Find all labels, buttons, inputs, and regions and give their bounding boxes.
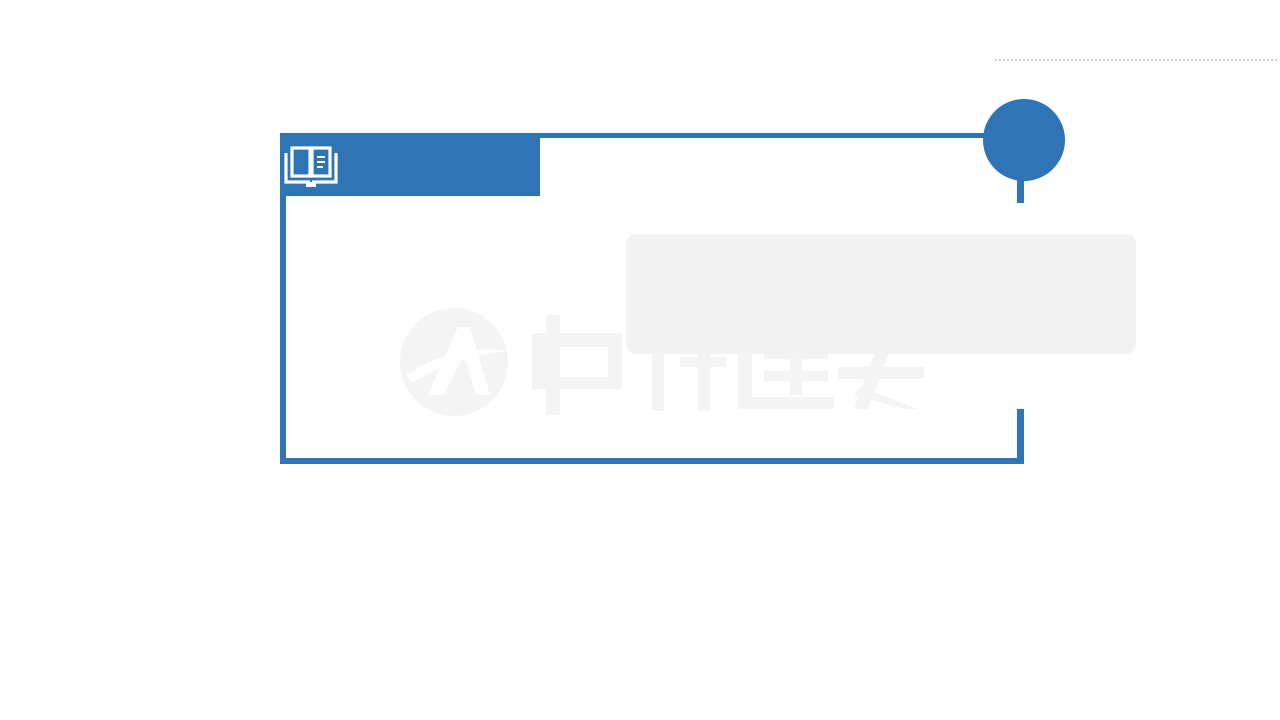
content-frame [280, 133, 1024, 464]
badge-number [983, 99, 1065, 181]
header-tab [280, 133, 540, 196]
content-card [626, 234, 1136, 354]
book-icon [284, 146, 338, 187]
frame-left-border [280, 133, 286, 464]
frame-top-border [280, 133, 990, 138]
section-number-badge [983, 99, 1065, 181]
frame-right-border-lower [1017, 409, 1024, 464]
dotted-divider [995, 59, 1277, 61]
frame-bottom-border [280, 458, 1024, 464]
frame-right-border-upper [1017, 177, 1024, 203]
